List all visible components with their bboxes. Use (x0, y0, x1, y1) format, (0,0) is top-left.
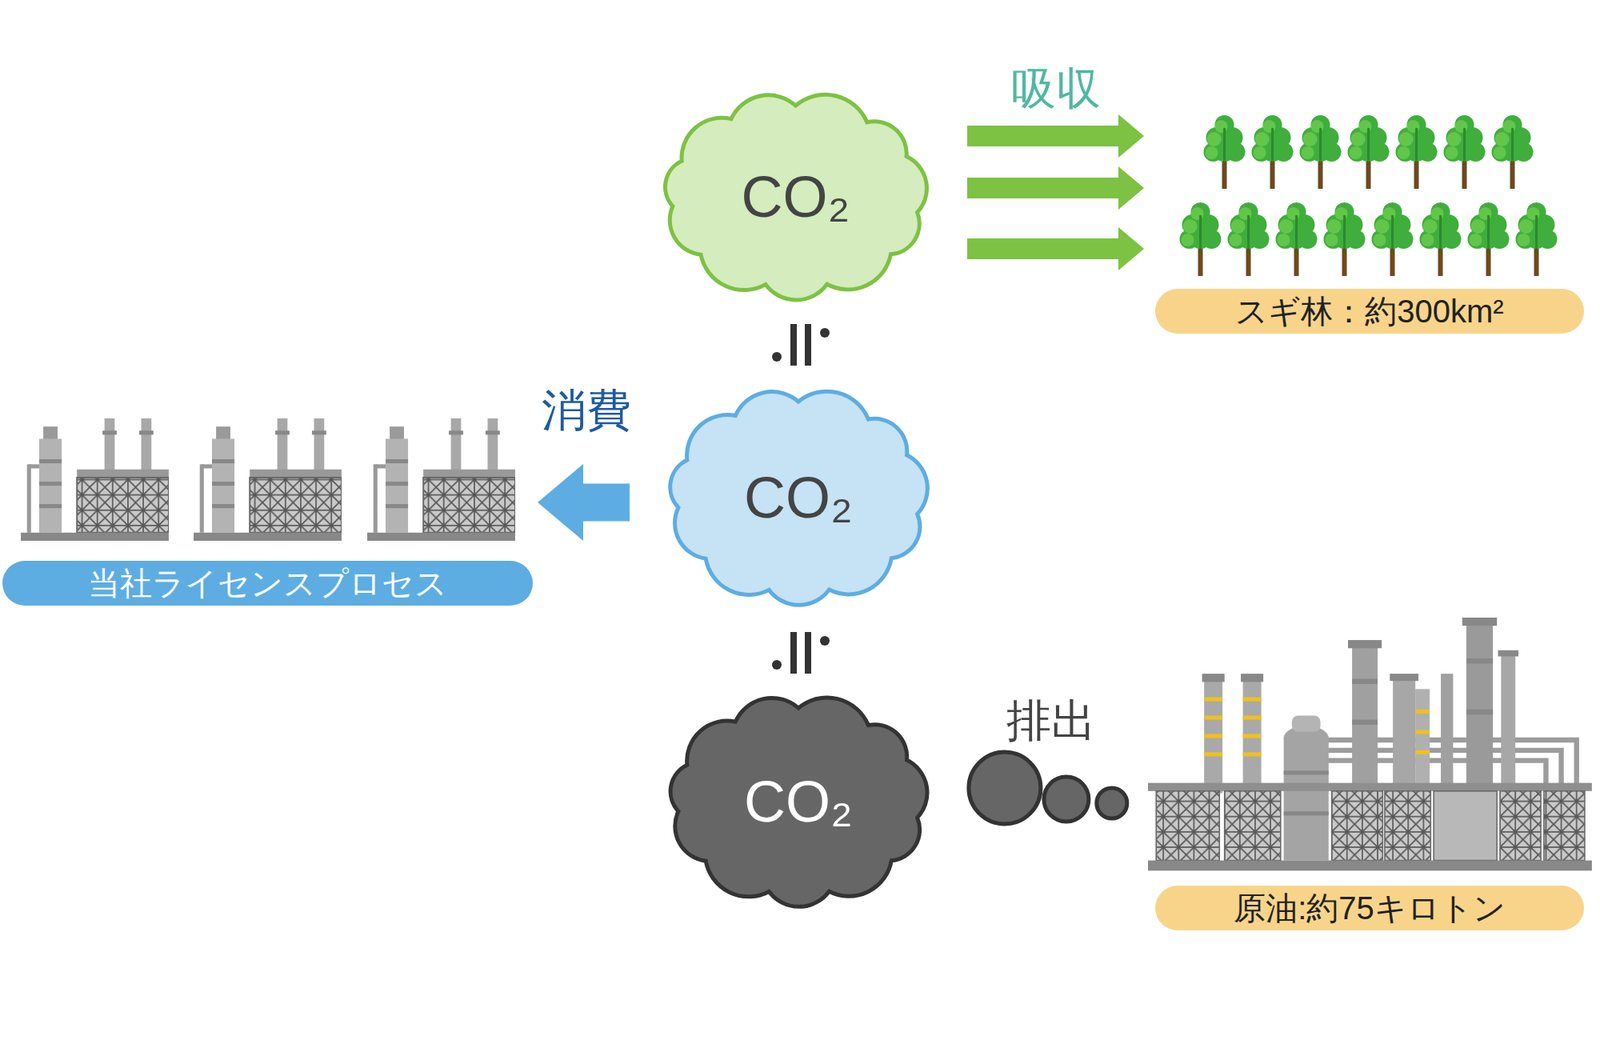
cloud-text-holder: CO₂ (658, 382, 939, 612)
factory (367, 418, 516, 541)
tree (1396, 115, 1438, 189)
crude-oil-box: 原油:約75キロトン (1155, 612, 1584, 931)
edge-label: 排出 (1006, 696, 1096, 746)
co2-cloud: CO₂ (658, 382, 939, 612)
arrow-shape (967, 114, 1144, 158)
factory (193, 418, 342, 541)
pill-label: 当社ライセンスプロセス (2, 560, 533, 606)
approx-equal-symbol (772, 632, 830, 674)
arrow-shape (967, 166, 1144, 210)
bubble (1044, 776, 1089, 822)
arrow-shape (537, 464, 630, 541)
tree (1228, 202, 1270, 276)
cloud-text-holder: CO₂ (658, 688, 939, 914)
cloud-label: CO₂ (744, 464, 853, 531)
cloud-shape (665, 94, 928, 300)
tree (1492, 115, 1534, 189)
factory (20, 418, 169, 541)
pill-label: 原油:約75キロトン (1155, 885, 1584, 931)
forest-area-box: スギ林：約300km² (1155, 104, 1584, 334)
tree (1348, 115, 1390, 189)
cloud-label: CO₂ (744, 768, 853, 835)
license-process-box: 当社ライセンスプロセス (2, 412, 533, 606)
tree (1516, 202, 1558, 276)
co2-cloud: CO₂ (658, 688, 939, 914)
tree (1372, 202, 1414, 276)
tree (1204, 115, 1246, 189)
tree (1324, 202, 1366, 276)
tree (1468, 202, 1510, 276)
tree (1180, 202, 1222, 276)
tree (1276, 202, 1318, 276)
cloud-shape (670, 697, 928, 907)
tree (1444, 115, 1486, 189)
cloud-label: CO₂ (741, 164, 851, 230)
cedar-forest (1180, 115, 1558, 276)
edge-label: 吸収 (1011, 64, 1101, 114)
edge-label: 消費 (541, 385, 632, 436)
pill-label: スギ林：約300km² (1155, 288, 1584, 334)
licensed-plants (20, 418, 516, 541)
refinery (1148, 617, 1592, 871)
emission-bubbles (968, 752, 1128, 824)
approx-equal-symbol (772, 324, 830, 366)
bubble (1096, 788, 1128, 819)
flow-arrow (967, 114, 1144, 271)
co2-cloud: CO₂ (652, 86, 939, 307)
tree (1420, 202, 1462, 276)
flow-arrow (537, 464, 630, 541)
bubble (968, 752, 1041, 824)
tree (1300, 115, 1342, 189)
tree (1252, 115, 1294, 189)
arrow-shape (967, 227, 1144, 271)
cloud-text-holder: CO₂ (652, 86, 939, 307)
cloud-shape (670, 391, 928, 605)
